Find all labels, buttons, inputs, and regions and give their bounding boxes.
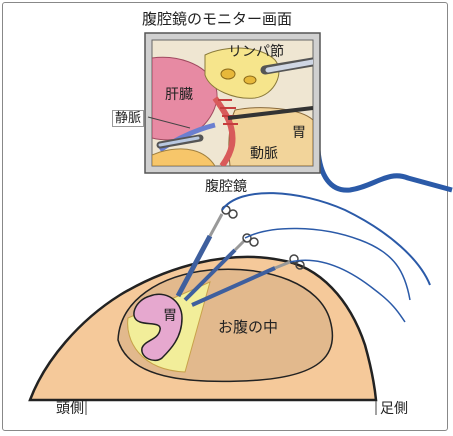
- label-monitor-stomach: 胃: [292, 126, 306, 140]
- label-head-side: 頭側: [56, 402, 84, 416]
- figure-title: 腹腔鏡のモニター画面: [142, 12, 292, 27]
- label-vein: 静脈: [112, 110, 144, 127]
- monitor-cable: [318, 150, 452, 190]
- label-laparoscope: 腹腔鏡: [205, 180, 247, 194]
- label-liver: 肝臓: [165, 88, 193, 102]
- label-abdomen-inside: お腹の中: [218, 320, 278, 335]
- lymph-node-2: [244, 76, 256, 84]
- label-artery: 動脈: [250, 147, 278, 161]
- label-foot-side: 足側: [380, 402, 408, 416]
- label-lymph-node: リンパ節: [228, 45, 284, 59]
- lymph-node-1: [221, 69, 235, 79]
- label-body-stomach: 胃: [163, 309, 177, 323]
